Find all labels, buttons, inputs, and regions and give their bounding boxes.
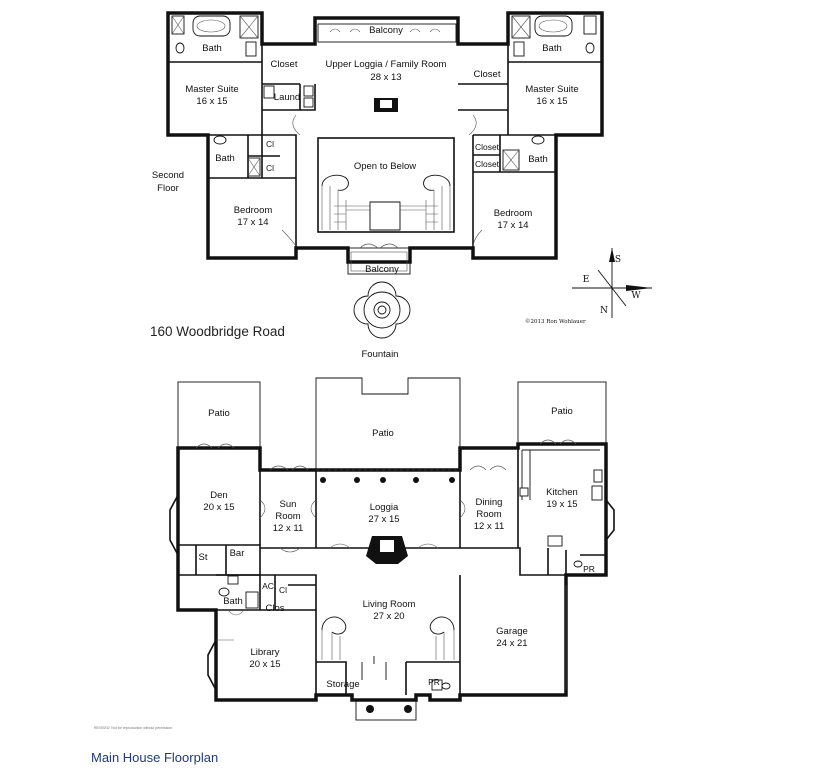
compass-s: S: [615, 255, 621, 265]
bath2-right-label: Bath: [528, 154, 548, 165]
upper-loggia-dim: 28 x 13: [370, 72, 401, 83]
den-dim: 20 x 15: [203, 502, 234, 513]
ac-label: AC: [262, 581, 274, 591]
master-right-label: Master Suite: [525, 84, 578, 95]
open-to-below-label: Open to Below: [354, 161, 416, 172]
bedroom-left-label: Bedroom: [234, 205, 273, 216]
library-label: Library: [250, 647, 279, 658]
compass-rose-icon: [572, 248, 652, 318]
storage-label: Storage: [326, 679, 359, 690]
second-floor-label-2: Floor: [157, 183, 179, 194]
master-right-dim: 16 x 15: [536, 96, 567, 107]
garage-dim: 24 x 21: [496, 638, 527, 649]
compass-w: W: [631, 291, 641, 301]
floorplan-caption: Main House Floorplan: [91, 750, 219, 765]
master-left-dim: 16 x 15: [196, 96, 227, 107]
laund-label: Laund: [274, 92, 300, 103]
patio-center-label: Patio: [372, 428, 394, 439]
dining-room-dim: 12 x 11: [474, 521, 504, 532]
loggia-label: Loggia: [370, 502, 399, 513]
bedroom-right-label: Bedroom: [494, 208, 533, 219]
pr-center-label: PR: [428, 677, 440, 687]
living-room-dim: 27 x 20: [373, 611, 404, 622]
address-label: 160 Woodbridge Road: [150, 324, 285, 339]
cl1-label: Cl: [266, 139, 274, 149]
upper-loggia-label: Upper Loggia / Family Room: [326, 59, 447, 70]
bath-left-label: Bath: [202, 43, 222, 54]
second-floor-plan: [166, 11, 604, 275]
balcony-top-label: Balcony: [369, 25, 403, 36]
compass-e: E: [583, 275, 590, 285]
closet-right-label: Closet: [474, 69, 501, 80]
bedroom-right-dim: 17 x 14: [497, 220, 528, 231]
fineprint-text: REVISED: Not for reproduction without pe…: [94, 726, 172, 730]
dining-room-label-2: Room: [476, 509, 501, 520]
den-label: Den: [210, 490, 227, 501]
library-dim: 20 x 15: [249, 659, 280, 670]
compass-n: N: [600, 306, 608, 316]
bedroom-left-dim: 17 x 14: [237, 217, 268, 228]
patio-right-label: Patio: [551, 406, 573, 417]
pr-right-label: PR: [583, 564, 595, 574]
kitchen-label: Kitchen: [546, 487, 578, 498]
master-left-label: Master Suite: [185, 84, 238, 95]
main-floor-plan: [169, 377, 615, 721]
bath2-left-label: Bath: [215, 153, 235, 164]
living-room-label: Living Room: [363, 599, 416, 610]
fountain-icon: [353, 281, 411, 339]
bar-label: Bar: [230, 548, 245, 559]
closet3-label: Closet: [475, 142, 500, 152]
loggia-dim: 27 x 15: [368, 514, 399, 525]
clos-label: Clos: [265, 603, 284, 614]
balcony-bottom-label: Balcony: [365, 264, 399, 275]
sun-room-label-1: Sun: [280, 499, 297, 510]
patio-left-label: Patio: [208, 408, 230, 419]
dining-room-label-1: Dining: [476, 497, 503, 508]
fountain-label: Fountain: [362, 349, 399, 360]
second-floor-label-1: Second: [152, 170, 184, 181]
sun-room-label-2: Room: [275, 511, 300, 522]
closet4-label: Closet: [475, 159, 500, 169]
garage-label: Garage: [496, 626, 528, 637]
bath-right-label: Bath: [542, 43, 562, 54]
copyright-text: ©2013 Ron Wohlauer: [525, 318, 586, 325]
cl-label: Cl: [279, 585, 287, 595]
cl2-label: Cl: [266, 163, 274, 173]
sun-room-dim: 12 x 11: [273, 523, 303, 534]
st-label: St: [199, 552, 208, 563]
closet-left-label: Closet: [271, 59, 298, 70]
kitchen-dim: 19 x 15: [546, 499, 577, 510]
bath-label: Bath: [223, 596, 243, 607]
